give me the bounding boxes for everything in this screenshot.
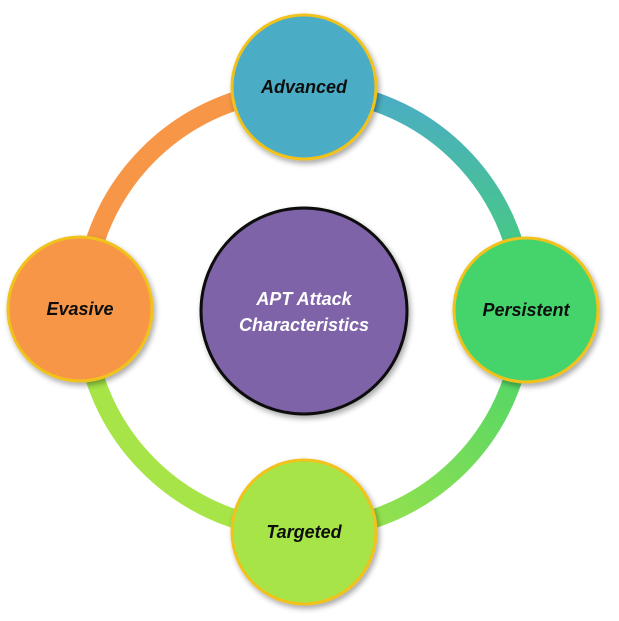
center-circle: [199, 206, 409, 416]
node-advanced-label: Advanced: [260, 77, 348, 97]
node-evasive: Evasive: [6, 235, 154, 383]
node-persistent-circle: [452, 236, 600, 384]
node-targeted-label: Targeted: [266, 522, 342, 542]
node-targeted: Targeted: [230, 458, 378, 606]
node-advanced-circle: [230, 13, 378, 161]
center-label-line1: APT Attack: [255, 289, 352, 309]
center-node: APT Attack Characteristics: [199, 206, 409, 416]
node-persistent: Persistent: [452, 236, 600, 384]
node-advanced: Advanced: [230, 13, 378, 161]
node-persistent-label: Persistent: [482, 300, 570, 320]
center-label-line2: Characteristics: [239, 315, 369, 335]
node-targeted-circle: [230, 458, 378, 606]
node-evasive-circle: [6, 235, 154, 383]
node-evasive-label: Evasive: [46, 299, 113, 319]
